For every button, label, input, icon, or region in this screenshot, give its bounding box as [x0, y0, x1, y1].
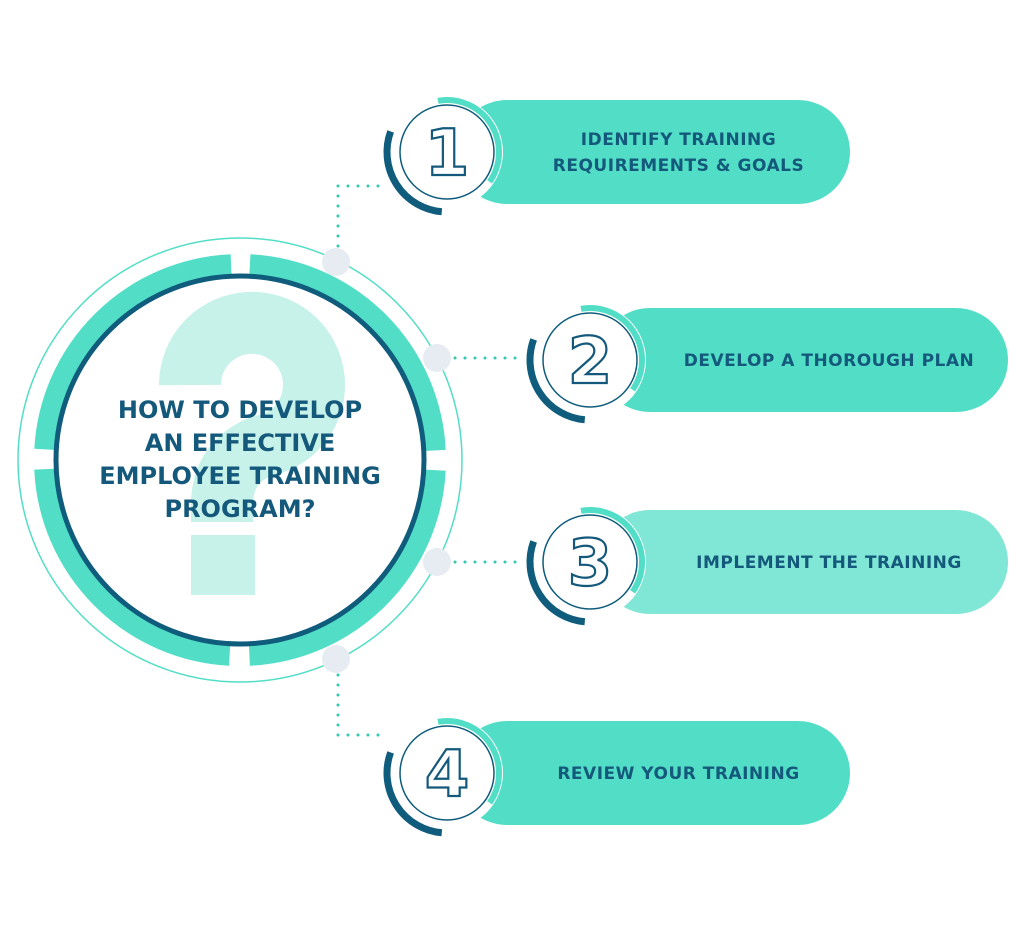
connector-nodes: [322, 248, 451, 673]
badge-ring: [542, 514, 638, 610]
step-number: 3: [568, 527, 613, 601]
title-line: HOW TO DEVELOP: [118, 396, 362, 424]
badge-navy-arc: [526, 540, 586, 626]
step-label: IMPLEMENT THE TRAINING: [696, 553, 962, 573]
step-number: 2: [568, 325, 613, 399]
step-pill: [455, 100, 850, 204]
badge-navy-arc: [383, 751, 443, 837]
step-label: REQUIREMENTS & GOALS: [553, 156, 804, 176]
outer-thin-ring: [17, 237, 463, 683]
navy-ring: [53, 273, 427, 647]
step-number: 1: [425, 117, 470, 191]
title-line: PROGRAM?: [164, 495, 315, 523]
step-pill: [598, 308, 1008, 412]
connector-node: [423, 548, 451, 576]
badge-ring: [542, 312, 638, 408]
title-line: AN EFFECTIVE: [145, 429, 335, 457]
badge-teal-arc: [437, 718, 502, 805]
step-label: REVIEW YOUR TRAINING: [557, 764, 799, 784]
step-label: IDENTIFY TRAINING: [581, 130, 776, 150]
badge-ring: [399, 725, 495, 821]
step-pill: [455, 721, 850, 825]
question-mark-icon: [158, 291, 345, 595]
connector-node: [322, 248, 350, 276]
dotted-connectors: [336, 184, 527, 737]
central-hub: HOW TO DEVELOP AN EFFECTIVE EMPLOYEE TRA…: [17, 184, 527, 737]
step-3: 3 IMPLEMENT THE TRAINING: [526, 506, 1008, 626]
step-label: DEVELOP A THOROUGH PLAN: [684, 351, 975, 371]
step-4: 4 REVIEW YOUR TRAINING: [383, 717, 850, 837]
badge-teal-arc: [437, 97, 502, 184]
step-number: 4: [425, 738, 470, 812]
badge-ring: [399, 104, 495, 200]
connector-node: [423, 344, 451, 372]
badge-navy-arc: [383, 130, 443, 216]
hub-title: HOW TO DEVELOP AN EFFECTIVE EMPLOYEE TRA…: [99, 396, 381, 523]
step-2: 2 DEVELOP A THOROUGH PLAN: [526, 304, 1008, 424]
title-line: EMPLOYEE TRAINING: [99, 462, 381, 490]
badge-navy-arc: [526, 338, 586, 424]
step-1: 1 IDENTIFY TRAINING REQUIREMENTS & GOALS: [383, 96, 850, 216]
step-pill: [598, 510, 1008, 614]
badge-teal-arc: [580, 507, 645, 594]
connector-node: [322, 645, 350, 673]
badge-teal-arc: [580, 305, 645, 392]
